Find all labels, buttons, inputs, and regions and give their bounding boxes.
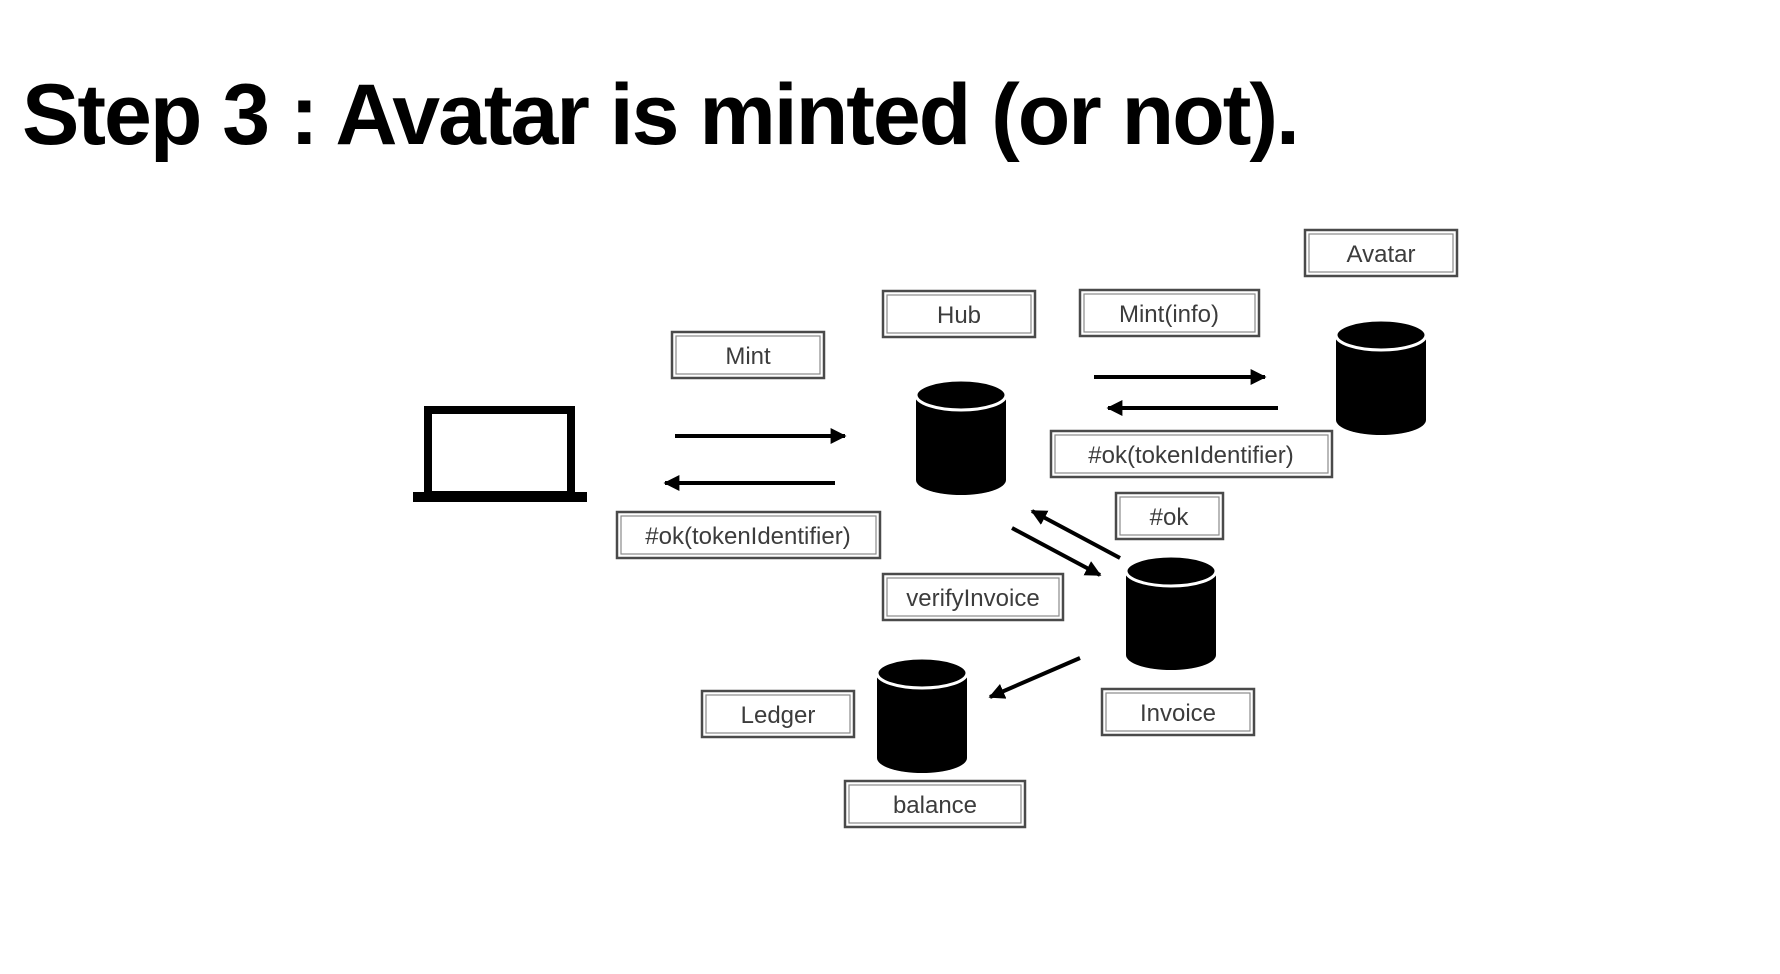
ok-token-left-label-text: #ok(tokenIdentifier) (645, 523, 850, 550)
invoice-label: Invoice (1100, 687, 1256, 737)
slide-title: Step 3 : Avatar is minted (or not). (22, 67, 1300, 163)
mint-label-text: Mint (725, 343, 771, 370)
ok-token-left-label: #ok(tokenIdentifier) (615, 510, 882, 560)
ledger-database-icon (875, 656, 969, 773)
verify-invoice-label-text: verifyInvoice (906, 585, 1039, 612)
mint-info-label-text: Mint(info) (1119, 301, 1219, 328)
hub-label-text: Hub (937, 302, 981, 329)
ledger-label: Ledger (700, 689, 856, 739)
mint-label: Mint (670, 330, 826, 380)
hub-database-icon (914, 378, 1008, 495)
avatar-label: Avatar (1303, 228, 1459, 278)
ok-token-right-label-text: #ok(tokenIdentifier) (1088, 442, 1293, 469)
balance-label: balance (843, 779, 1027, 829)
ok-label: #ok (1114, 491, 1225, 541)
invoice-database-icon (1124, 554, 1218, 670)
laptop-icon (413, 406, 587, 502)
avatar-database-icon (1334, 318, 1428, 435)
invoice-label-text: Invoice (1140, 700, 1216, 727)
invoice-to-ledger-arrow (988, 656, 1081, 699)
ok-token-right-label: #ok(tokenIdentifier) (1049, 429, 1334, 479)
avatar-label-text: Avatar (1347, 241, 1416, 268)
ok-return-arrow (1030, 509, 1121, 560)
mint-info-label: Mint(info) (1078, 288, 1261, 338)
verify-invoice-label: verifyInvoice (881, 572, 1065, 622)
verify-invoice-arrow (1011, 526, 1102, 577)
ok-label-text: #ok (1150, 504, 1190, 531)
ledger-label-text: Ledger (741, 702, 816, 729)
hub-label: Hub (881, 289, 1037, 339)
balance-label-text: balance (893, 792, 977, 819)
